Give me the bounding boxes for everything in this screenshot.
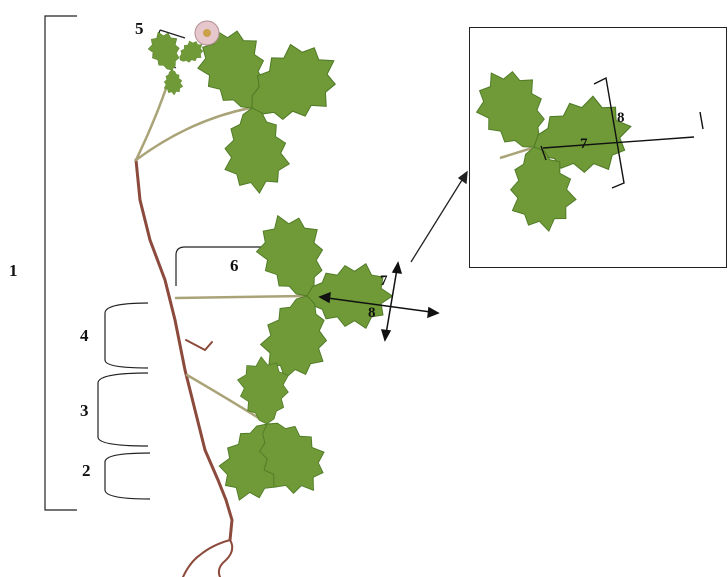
label-1: 1	[9, 262, 18, 279]
label-6: 6	[230, 257, 239, 274]
main-stem	[136, 160, 232, 577]
label-8-inset: 8	[617, 111, 625, 126]
label-2: 2	[82, 462, 91, 479]
inset-frame	[469, 27, 727, 268]
callout-arrow	[411, 172, 467, 262]
label-3: 3	[80, 402, 89, 419]
label-5: 5	[135, 20, 144, 37]
label-7-inset: 7	[580, 137, 588, 152]
bracket-3	[98, 373, 148, 446]
bracket-4	[105, 303, 148, 368]
label-4: 4	[80, 327, 89, 344]
label-8-main: 8	[368, 306, 376, 321]
lower-leaf	[211, 355, 339, 511]
bracket-2	[105, 453, 150, 499]
label-7-main: 7	[380, 274, 388, 289]
bracket-1	[45, 16, 77, 510]
